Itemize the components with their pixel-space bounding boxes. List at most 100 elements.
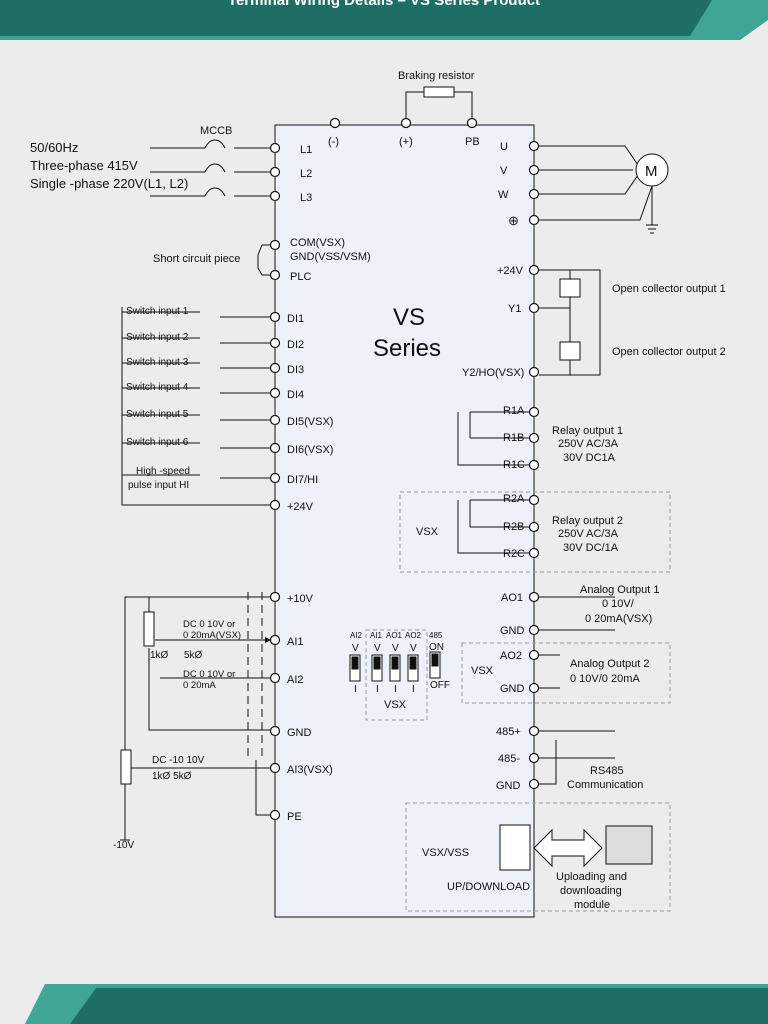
- term-l2: L2: [300, 168, 312, 180]
- term-r2c: R2C: [503, 548, 525, 560]
- term-com: COM(VSX): [290, 237, 345, 249]
- term-di6: DI6(VSX): [287, 444, 333, 456]
- ao2-vsx-label: VSX: [471, 665, 494, 677]
- term-plus24-right: +24V: [497, 265, 524, 277]
- term-earth: ⊕: [508, 213, 519, 228]
- pot3-range: 1kØ 5kØ: [152, 771, 192, 782]
- relay2-dc: 30V DC/1A: [563, 542, 619, 554]
- dip-on: ON: [429, 642, 444, 653]
- ai2-range-2: 0 20mA: [183, 680, 216, 691]
- switch-input-5: Switch input 5: [126, 409, 189, 420]
- ai2-range-1: DC 0 10V or: [183, 669, 235, 680]
- relay2-title: Relay output 2: [552, 515, 623, 527]
- relay1-dc: 30V DC1A: [563, 452, 616, 464]
- dip-label-ao1: AO1: [386, 631, 403, 640]
- term-di7: DI7/HI: [287, 474, 318, 486]
- ao1-range-2: 0 20mA(VSX): [585, 613, 652, 625]
- module-label-1: Uploading and: [556, 871, 627, 883]
- term-r1c: R1C: [503, 459, 525, 471]
- upload-connector: [499, 824, 531, 871]
- vsx-relay-group: [399, 491, 671, 573]
- term-y1: Y1: [508, 303, 521, 315]
- pot1-high: 5kØ: [184, 650, 203, 661]
- rs485-label: RS485: [590, 765, 624, 777]
- dip-switch-group: [365, 629, 428, 721]
- term-485p: 485+: [496, 726, 521, 738]
- minus10-label: -10V: [113, 840, 134, 851]
- module-label-3: module: [574, 899, 610, 911]
- dip-switches: [349, 651, 441, 682]
- product-line2: Series: [373, 335, 441, 362]
- term-gnd-ao2: GND: [500, 683, 525, 695]
- vsx-vss-label: VSX/VSS: [422, 847, 469, 859]
- ai3-range: DC -10 10V: [152, 755, 205, 766]
- ao2-title: Analog Output 2: [570, 658, 650, 670]
- relay2-ac: 250V AC/3A: [558, 528, 619, 540]
- dip-i-2: I: [376, 684, 379, 695]
- dip-i-4: I: [412, 684, 415, 695]
- relay1-ac: 250V AC/3A: [558, 438, 619, 450]
- relay1-title: Relay output 1: [552, 425, 623, 437]
- term-di3: DI3: [287, 364, 304, 376]
- term-ao2: AO2: [500, 650, 522, 662]
- term-y2: Y2/HO(VSX): [462, 367, 524, 379]
- term-r1b: R1B: [503, 432, 524, 444]
- relay-vsx-label: VSX: [416, 526, 439, 538]
- term-gnd-left: GND: [287, 727, 312, 739]
- pot1-low: 1kØ: [150, 650, 169, 661]
- term-gnd-ao1: GND: [500, 625, 525, 637]
- term-di2: DI2: [287, 339, 304, 351]
- dip-off: OFF: [430, 680, 450, 691]
- term-w: W: [498, 189, 509, 201]
- top-banner: [0, 0, 768, 40]
- high-speed-label: High -speed: [136, 466, 190, 477]
- ao1-title: Analog Output 1: [580, 584, 660, 596]
- term-di4: DI4: [287, 389, 304, 401]
- term-di5: DI5(VSX): [287, 416, 333, 428]
- term-r2b: R2B: [503, 521, 524, 533]
- dip-group-label: VSX: [384, 699, 407, 711]
- switch-input-1: Switch input 1: [126, 306, 189, 317]
- term-r2a: R2A: [503, 493, 525, 505]
- term-plc: PLC: [290, 271, 311, 283]
- term-v: V: [500, 165, 508, 177]
- short-circuit-label: Short circuit piece: [153, 253, 240, 265]
- ao2-range: 0 10V/0 20mA: [570, 673, 640, 685]
- dip-v-1: V: [352, 643, 359, 654]
- dip-label-ao2: AO2: [405, 631, 422, 640]
- upload-arrow: [533, 828, 603, 868]
- pulse-input-label: pulse input HI: [128, 480, 189, 491]
- ai1-range-2: 0 20mA(VSX): [183, 630, 241, 641]
- term-ai2: AI2: [287, 674, 304, 686]
- term-u: U: [500, 141, 508, 153]
- mccb-label: MCCB: [200, 125, 232, 137]
- rs485-comm-label: Communication: [567, 779, 643, 791]
- term-gnd-485: GND: [496, 780, 521, 792]
- motor-label: M: [645, 163, 658, 180]
- dip-i-3: I: [394, 684, 397, 695]
- module-label-2: downloading: [560, 885, 622, 897]
- dip-label-ai2: AI2: [350, 631, 363, 640]
- product-line1: VS: [393, 304, 425, 331]
- freq-label: 50/60Hz: [30, 140, 78, 155]
- switch-input-3: Switch input 3: [126, 357, 189, 368]
- switch-input-4: Switch input 4: [126, 382, 189, 393]
- top-banner-band: [0, 0, 712, 36]
- term-di1: DI1: [287, 313, 304, 325]
- three-phase-label: Three-phase 415V: [30, 158, 138, 173]
- vsx-upload-group: [405, 802, 671, 912]
- dip-i-1: I: [354, 684, 357, 695]
- term-pb: PB: [465, 136, 480, 148]
- switch-input-2: Switch input 2: [126, 332, 189, 343]
- braking-label: Braking resistor: [398, 70, 475, 82]
- term-r1a: R1A: [503, 405, 525, 417]
- term-minus: (-): [328, 136, 339, 148]
- drive-panel: [274, 124, 535, 918]
- vsx-ao2-group: [461, 642, 671, 704]
- oc1-label: Open collector output 1: [612, 283, 726, 295]
- term-plus: (+): [399, 136, 413, 148]
- ao1-range-1: 0 10V/: [602, 598, 635, 610]
- term-plus10: +10V: [287, 593, 314, 605]
- term-485n: 485-: [498, 753, 520, 765]
